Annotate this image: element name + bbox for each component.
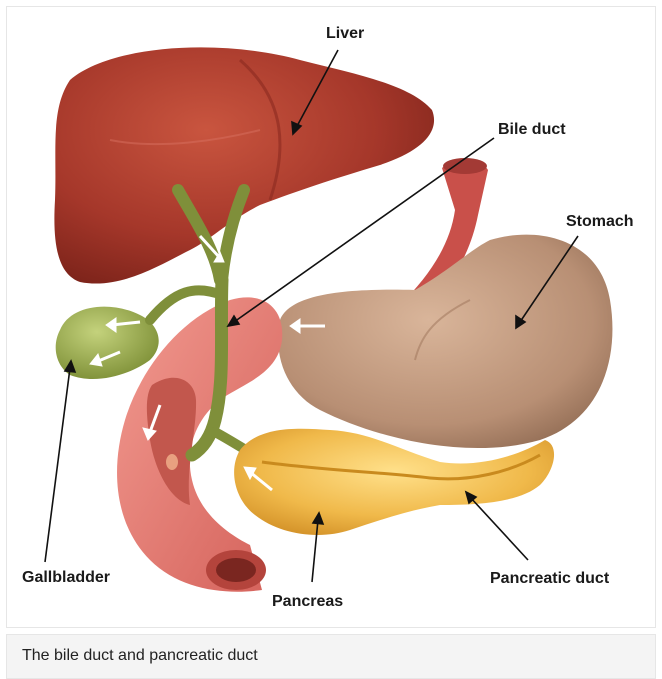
digestive-organs-diagram: Liver Bile duct Stomach Gallbladder Panc… bbox=[0, 0, 662, 632]
label-pancreas: Pancreas bbox=[272, 593, 343, 610]
liver-shape bbox=[54, 47, 434, 283]
caption-bar: The bile duct and pancreatic duct bbox=[6, 634, 656, 679]
figure-caption: The bile duct and pancreatic duct bbox=[22, 647, 258, 665]
leader-line-gallbladder bbox=[45, 368, 70, 562]
label-liver: Liver bbox=[326, 25, 364, 42]
label-pancreatic-duct: Pancreatic duct bbox=[490, 570, 610, 587]
label-stomach: Stomach bbox=[566, 213, 634, 230]
leader-line-pancreatic-duct bbox=[470, 497, 528, 560]
label-bile-duct: Bile duct bbox=[498, 121, 566, 138]
label-gallbladder: Gallbladder bbox=[22, 569, 110, 586]
